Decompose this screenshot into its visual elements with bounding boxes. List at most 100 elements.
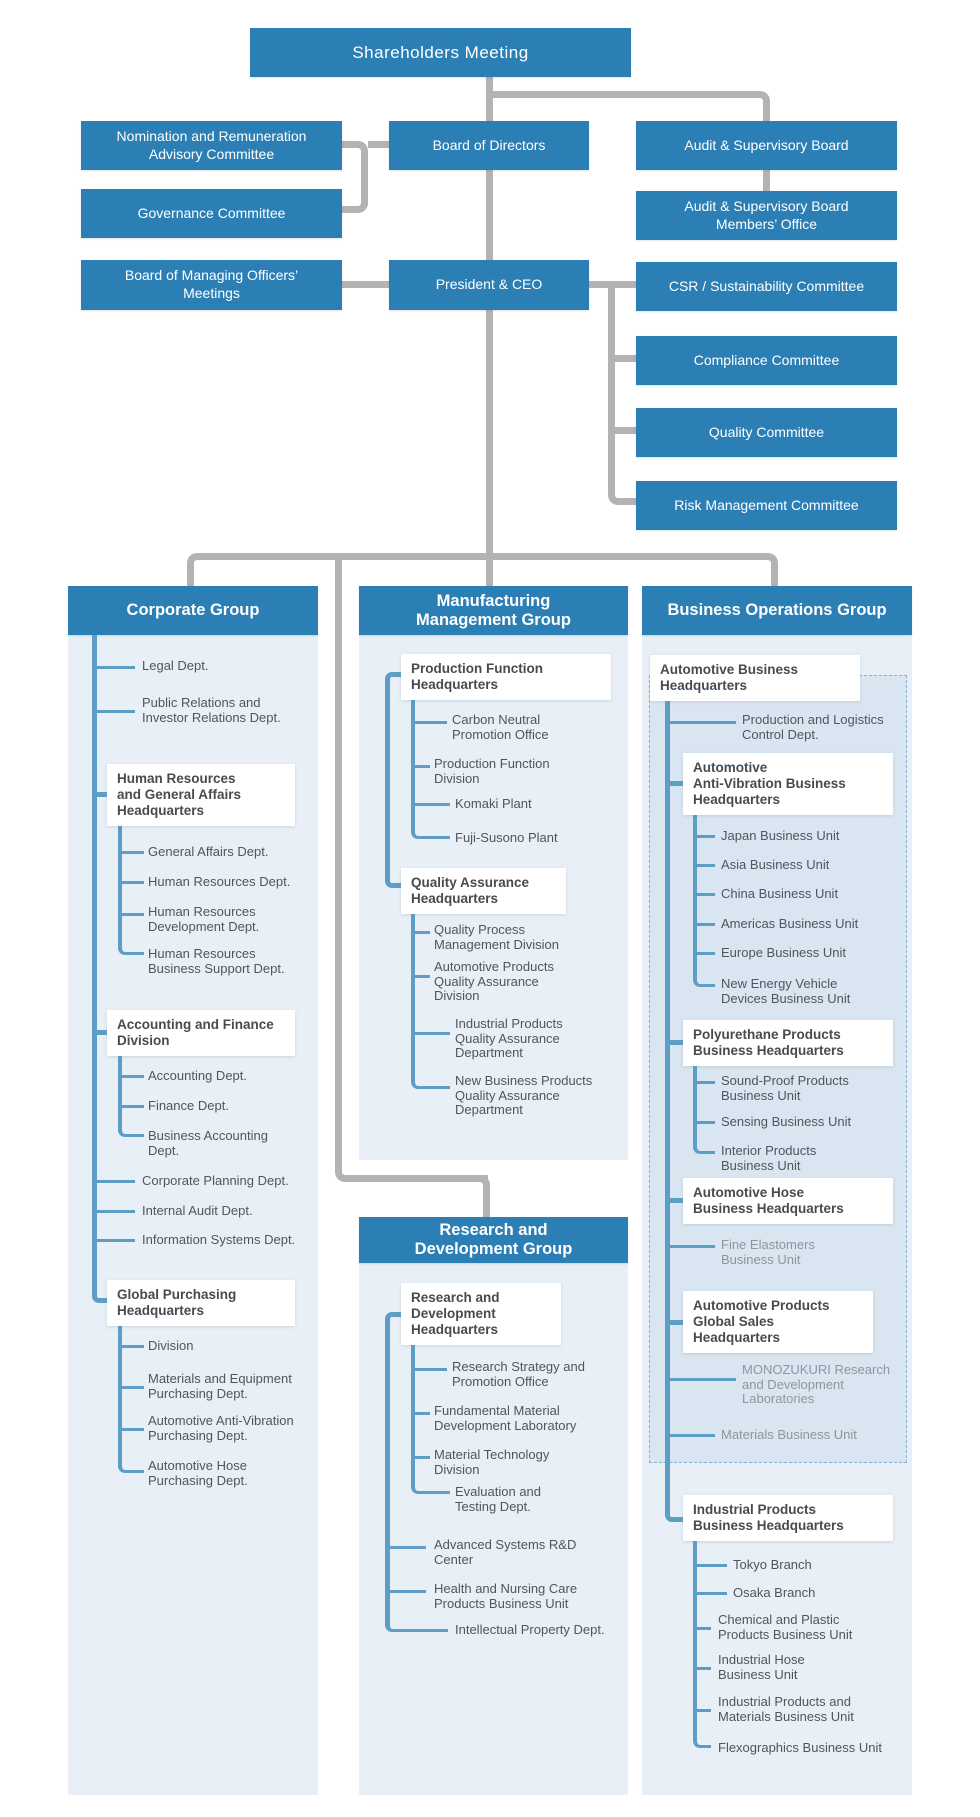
org-item-business-accounting: Business Accounting Dept.: [148, 1128, 268, 1158]
org-box-quality-assurance-hq: Quality Assurance Headquarters: [401, 868, 566, 914]
tree-trunk: [385, 672, 401, 888]
org-item-carbon-neutral: Carbon Neutral Promotion Office: [452, 712, 549, 742]
org-item-asia-bu: Asia Business Unit: [721, 857, 830, 872]
org-item-komaki-plant: Komaki Plant: [455, 796, 532, 811]
org-item-interior-bu: Interior Products Business Unit: [721, 1143, 817, 1173]
org-box-aav-hq: Automotive Anti-Vibration Business Headq…: [683, 753, 893, 815]
tree-stub: [670, 1320, 683, 1325]
tree-subtrunk: [118, 825, 122, 938]
tree-stub: [415, 975, 430, 978]
org-box-polyurethane-hq: Polyurethane Products Business Headquart…: [683, 1020, 893, 1066]
tree-subtrunk: [411, 700, 415, 822]
tree-stub: [97, 1180, 135, 1183]
node-compliance-committee: Compliance Committee: [636, 336, 897, 385]
tree-stub: [122, 913, 144, 916]
tree-subtrunk: [411, 912, 415, 1074]
org-box-rd-hq: Research and Development Headquarters: [401, 1283, 561, 1345]
org-item-auto-hose-purch: Automotive Hose Purchasing Dept.: [148, 1458, 248, 1488]
tree-elbow: [411, 820, 450, 839]
org-item-internal-audit: Internal Audit Dept.: [142, 1203, 253, 1218]
org-item-industrial-hose-bu: Industrial Hose Business Unit: [718, 1652, 805, 1682]
tree-stub: [670, 781, 683, 786]
tree-stub: [670, 1040, 683, 1045]
tree-stub: [122, 1428, 144, 1431]
org-item-intellectual-property: Intellectual Property Dept.: [455, 1622, 605, 1637]
org-box-global-purchasing: Global Purchasing Headquarters: [107, 1280, 295, 1326]
connector-line: [615, 427, 636, 434]
node-quality-committee: Quality Committee: [636, 408, 897, 457]
tree-stub: [670, 1245, 715, 1248]
tree-stub: [415, 765, 430, 768]
tree-stub: [415, 721, 447, 724]
tree-stub: [697, 952, 715, 955]
org-box-hr-ga-hq: Human Resources and General Affairs Head…: [107, 764, 295, 826]
tree-stub: [415, 931, 430, 934]
org-item-fundamental-material: Fundamental Material Development Laborat…: [434, 1403, 577, 1433]
tree-elbow: [118, 936, 144, 955]
tree-stub: [697, 1121, 715, 1124]
tree-stub: [697, 1592, 727, 1595]
org-item-industrial-materials-bu: Industrial Products and Materials Busine…: [718, 1694, 854, 1724]
connector-rd-drop: [335, 556, 488, 1182]
tree-stub: [97, 666, 135, 669]
tree-stub: [122, 1105, 144, 1108]
tree-stub: [415, 803, 450, 806]
connector-line: [486, 77, 493, 586]
tree-stub: [390, 1590, 426, 1593]
org-item-research-strategy: Research Strategy and Promotion Office: [452, 1359, 585, 1389]
connector-line: [368, 141, 389, 148]
tree-subtrunk: [693, 815, 697, 967]
org-item-materials-bu: Materials Business Unit: [721, 1427, 857, 1442]
tree-stub: [697, 864, 715, 867]
org-item-quality-process: Quality Process Management Division: [434, 922, 560, 952]
org-item-accounting: Accounting Dept.: [148, 1068, 248, 1083]
connector-line: [342, 281, 389, 288]
org-item-human-resources: Human Resources Dept.: [148, 874, 291, 889]
org-item-sensing-bu: Sensing Business Unit: [721, 1114, 852, 1129]
tree-subtrunk: [118, 1056, 122, 1121]
org-item-hr-development: Human Resources Development Dept.: [148, 904, 260, 934]
org-item-production-logistics: Production and Logistics Control Dept.: [742, 712, 884, 742]
tree-stub: [122, 1075, 144, 1078]
tree-elbow: [118, 1119, 144, 1137]
org-item-new-business-qa: New Business Products Quality Assurance …: [455, 1073, 593, 1118]
org-item-tokyo-branch: Tokyo Branch: [733, 1557, 812, 1572]
tree-stub: [697, 1081, 715, 1084]
tree-stub: [415, 1032, 450, 1035]
tree-stub: [670, 1434, 715, 1437]
tree-elbow: [693, 1730, 711, 1748]
tree-stub: [697, 923, 715, 926]
org-box-global-sales-hq: Automotive Products Global Sales Headqua…: [683, 1291, 873, 1353]
org-box-accounting-finance: Accounting and Finance Division: [107, 1010, 295, 1056]
node-managing-officers-meetings: Board of Managing Officers’ Meetings: [81, 260, 342, 310]
org-item-materials-equipment: Materials and Equipment Purchasing Dept.: [148, 1371, 292, 1401]
connector-line: [615, 355, 636, 362]
tree-elbow: [411, 1475, 450, 1494]
tree-stub: [122, 1345, 144, 1348]
node-nomination-committee: Nomination and Remuneration Advisory Com…: [81, 121, 342, 170]
tree-subtrunk: [118, 1326, 122, 1457]
tree-subtrunk: [693, 1065, 697, 1137]
org-box-production-function-hq: Production Function Headquarters: [401, 654, 611, 700]
tree-stub: [398, 1629, 448, 1632]
connector-elbow: [608, 430, 636, 505]
org-item-chemical-plastic-bu: Chemical and Plastic Products Business U…: [718, 1612, 853, 1642]
tree-stub: [697, 835, 715, 838]
tree-stub: [415, 1368, 447, 1371]
org-item-monozukuri: MONOZUKURI Research and Development Labo…: [742, 1362, 891, 1407]
org-item-japan-bu: Japan Business Unit: [721, 828, 840, 843]
connector-bracket: [342, 141, 368, 213]
tree-elbow: [665, 1501, 683, 1522]
tree-trunk: [385, 1312, 401, 1632]
tree-elbow: [693, 967, 715, 987]
tree-stub: [697, 893, 715, 896]
connector-rd-elbow: [468, 1175, 490, 1217]
tree-stub: [697, 1709, 711, 1712]
tree-stub: [415, 1412, 430, 1415]
org-item-public-relations: Public Relations and Investor Relations …: [142, 695, 281, 725]
node-president-ceo: President & CEO: [389, 260, 589, 310]
org-item-information-systems: Information Systems Dept.: [142, 1232, 296, 1247]
tree-stub: [697, 1627, 711, 1630]
org-item-fine-elastomers-bu: Fine Elastomers Business Unit: [721, 1237, 815, 1267]
